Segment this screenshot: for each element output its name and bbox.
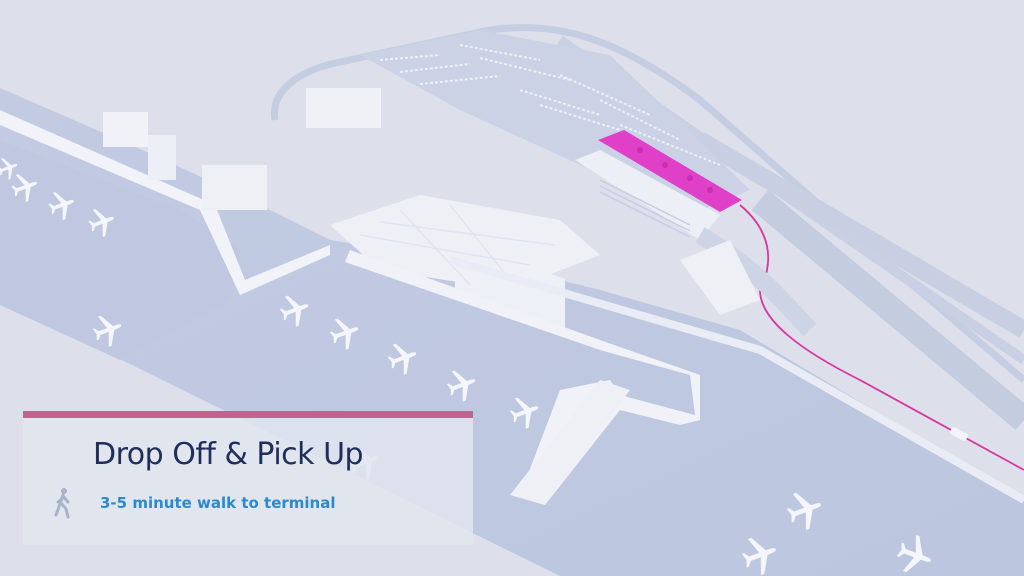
ring-road xyxy=(270,24,1024,383)
building-station xyxy=(680,240,760,315)
drop-off-zone-detail xyxy=(637,147,713,193)
pier-south xyxy=(510,380,630,505)
vehicle xyxy=(949,426,969,442)
control-tower xyxy=(148,135,176,180)
access-road xyxy=(448,256,1024,504)
terminal-roof-grid xyxy=(359,204,556,286)
apron-left xyxy=(0,140,240,360)
drop-off-pick-up-zone[interactable] xyxy=(598,130,742,212)
walking-person-icon xyxy=(54,488,70,519)
info-card: Drop Off & Pick Up 3-5 minute walk to te… xyxy=(23,411,473,545)
card-title: Drop Off & Pick Up xyxy=(93,437,364,472)
terminal-roof xyxy=(330,195,600,290)
route-line xyxy=(739,204,1024,471)
highway-3 xyxy=(751,190,1024,430)
runway-wall xyxy=(0,110,330,295)
card-subtitle: 3-5 minute walk to terminal xyxy=(100,494,336,512)
car-park-levels xyxy=(599,179,691,238)
building-admin xyxy=(306,88,381,128)
car-park-multistorey xyxy=(575,150,720,240)
building-hangar xyxy=(103,112,148,147)
card-accent-bar xyxy=(23,411,473,418)
parking-rows xyxy=(379,44,721,166)
building-cargo xyxy=(202,165,267,210)
highway-2 xyxy=(695,132,1024,338)
